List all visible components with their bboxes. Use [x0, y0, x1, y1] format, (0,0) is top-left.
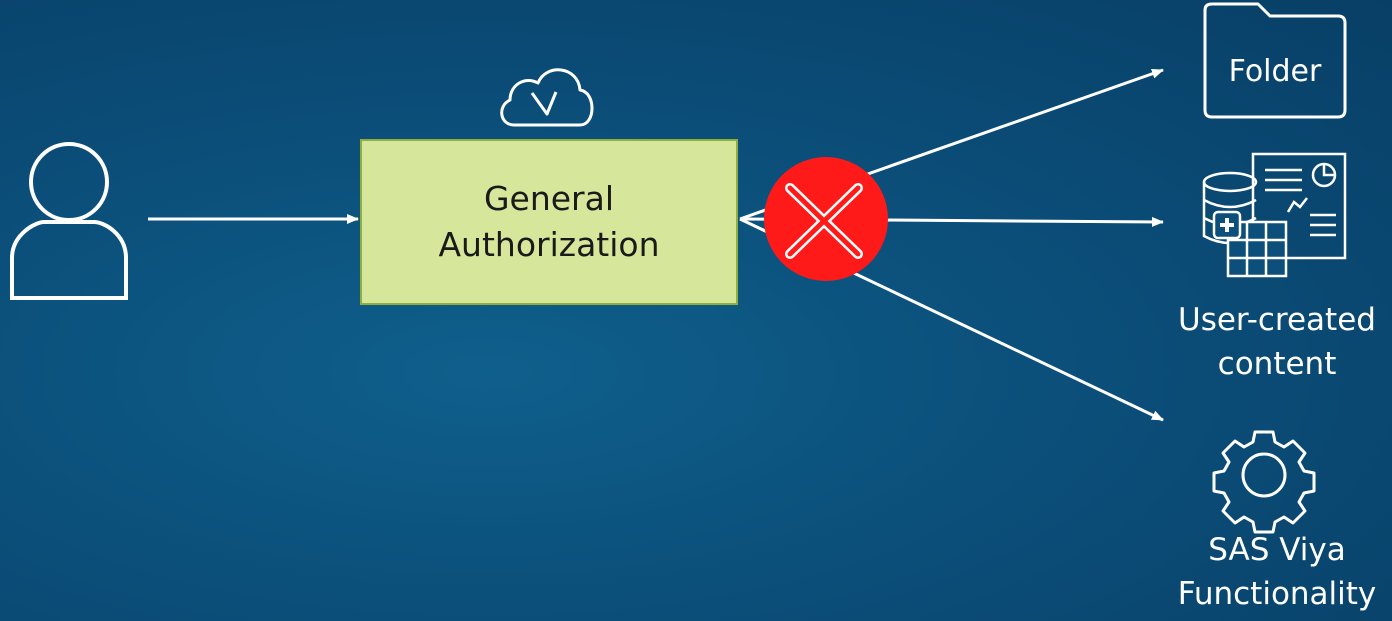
auth-box-line2: Authorization: [438, 225, 660, 264]
content-label-line1: User-created: [1178, 302, 1376, 338]
gear-icon: [1212, 430, 1316, 534]
folder-icon: [1203, 2, 1347, 119]
cloud-check-icon: [500, 68, 594, 127]
folder-label: Folder: [1228, 54, 1322, 89]
functionality-label-line2: Functionality: [1177, 576, 1377, 612]
deny-x-icon: [764, 157, 888, 281]
general-authorization-box: General Authorization: [360, 139, 738, 305]
functionality-label-line1: SAS Viya: [1208, 532, 1346, 568]
auth-box-line1: General: [483, 179, 615, 218]
content-label-line2: content: [1217, 346, 1337, 382]
content-documents-icon: [1202, 152, 1347, 278]
user-icon: [10, 142, 128, 300]
